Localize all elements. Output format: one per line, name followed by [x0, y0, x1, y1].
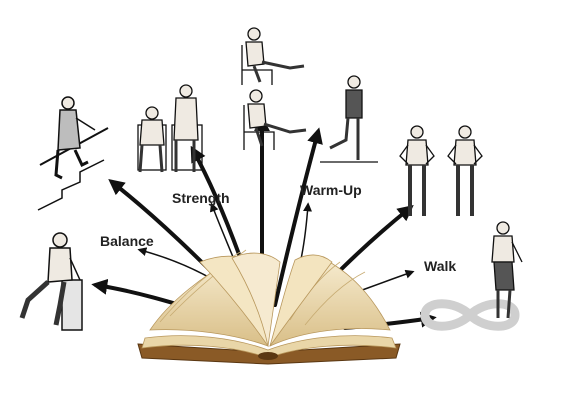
person-seated-kick-icon [241, 27, 307, 150]
arrow-icon [273, 127, 323, 307]
label-walk: Walk [424, 258, 457, 274]
person-handrail-stairs-icon [37, 96, 109, 211]
label-strength: Strength [172, 190, 230, 206]
label-balance: Balance [100, 233, 154, 249]
person-walking-icon [491, 221, 523, 319]
infinity-path-icon [420, 299, 520, 331]
label-warmup: Warm-Up [300, 182, 362, 198]
person-standing-leg-curl-icon [320, 75, 378, 163]
person-leg-raise-icon [19, 232, 83, 331]
person-seated-chair-icon [137, 84, 203, 173]
person-hands-on-hips-icon [399, 125, 483, 216]
book-icon [137, 249, 401, 365]
